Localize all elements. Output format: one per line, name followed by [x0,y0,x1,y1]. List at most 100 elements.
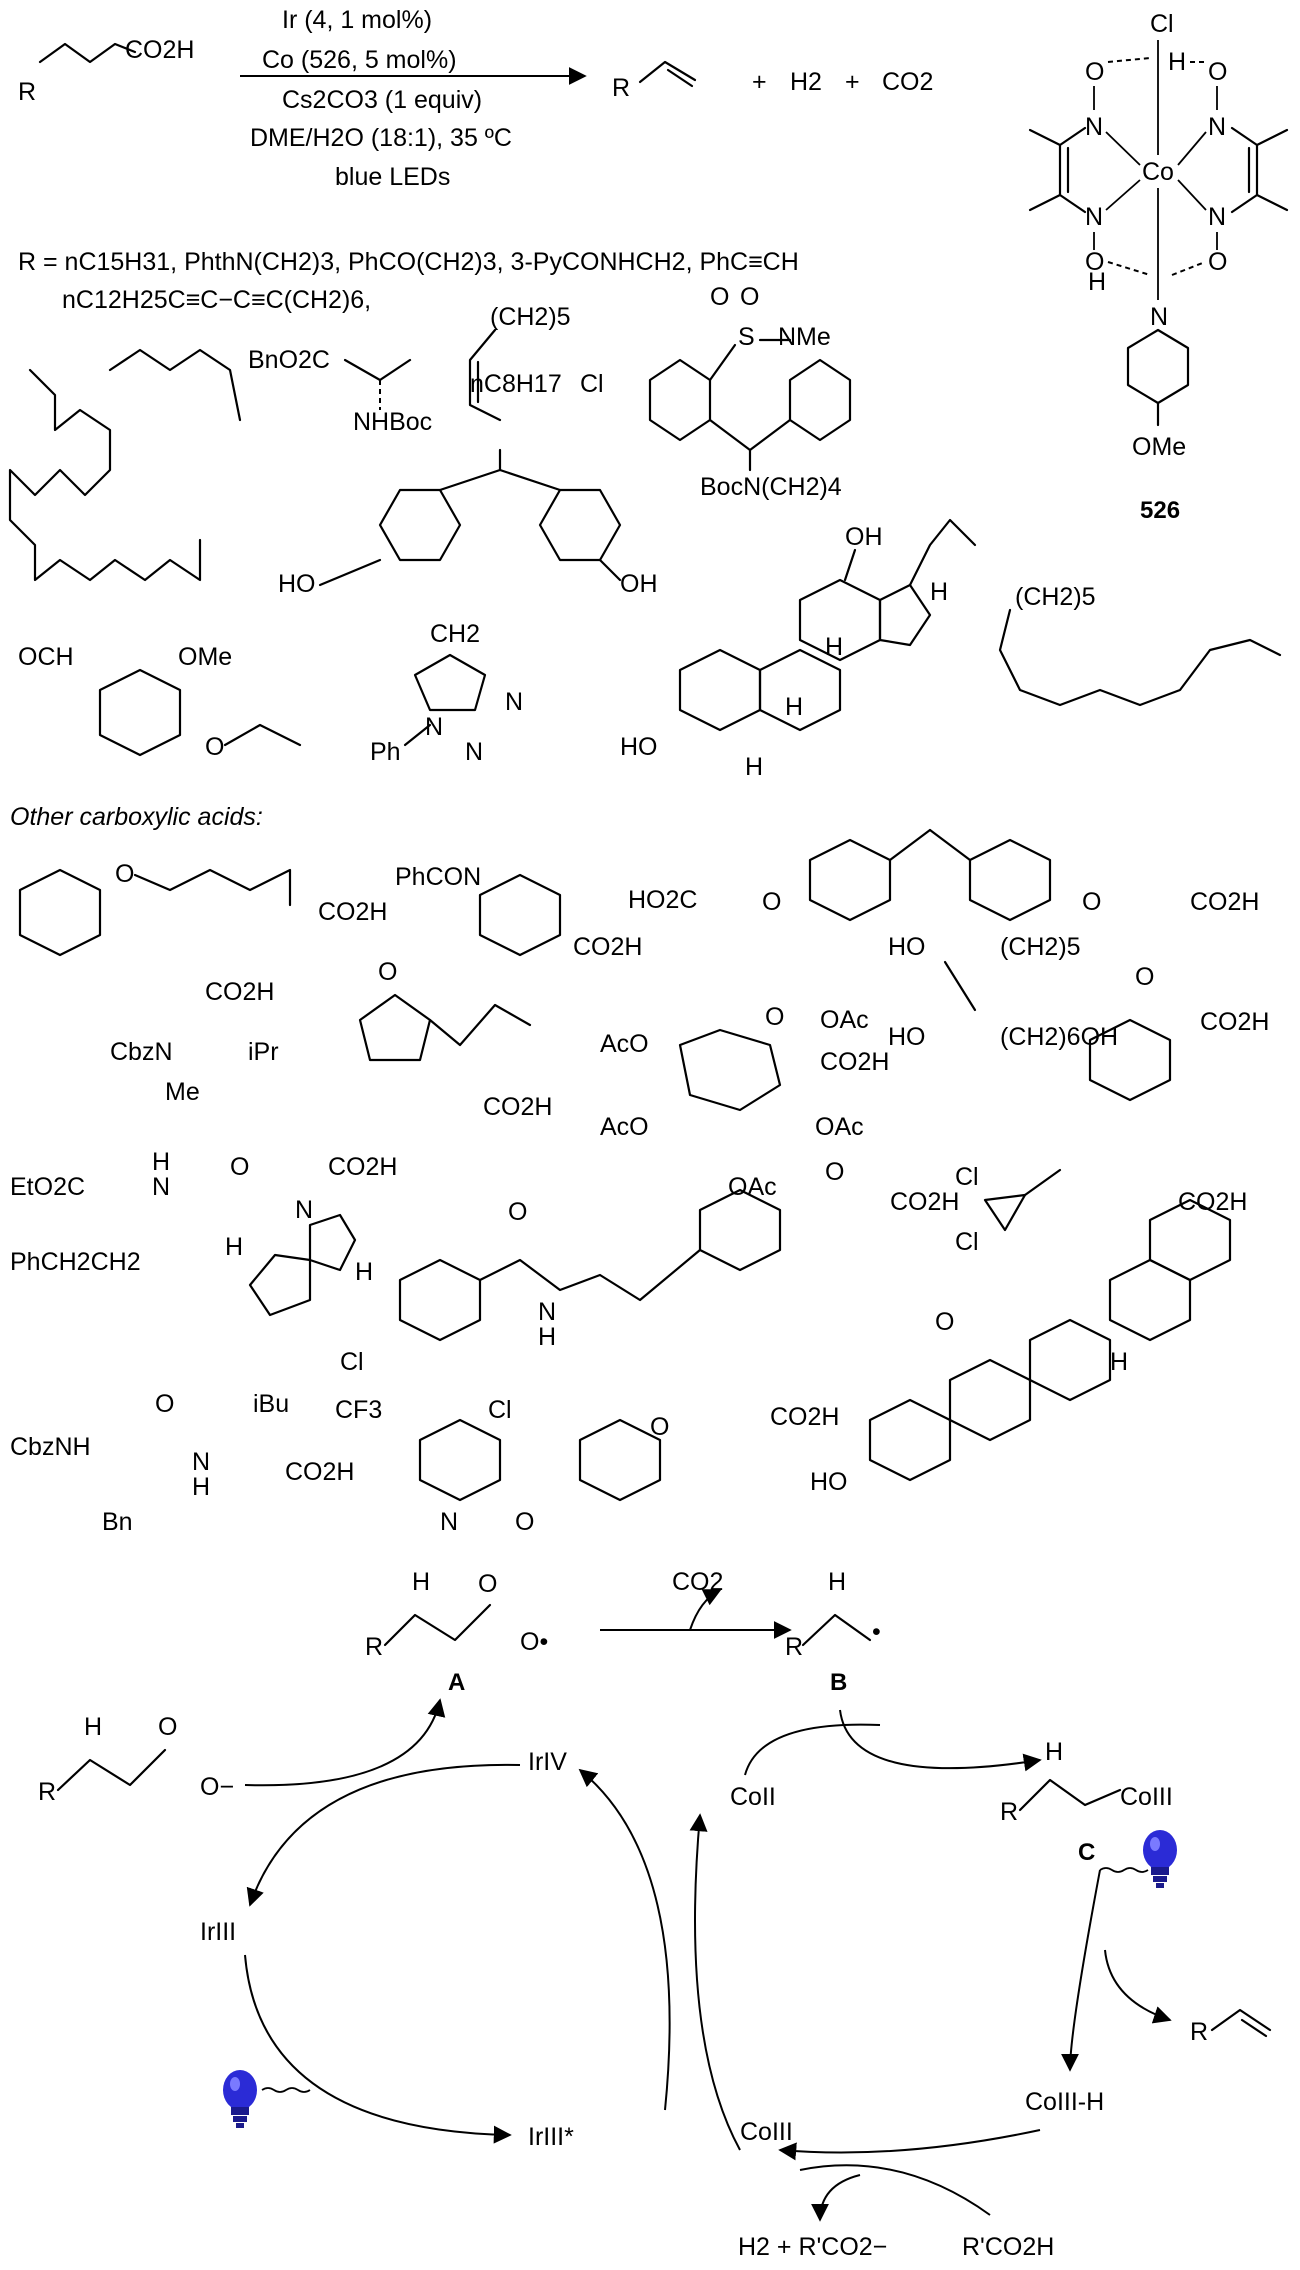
sulfone-cl: Cl [580,370,604,398]
bez-n: N [538,1298,556,1326]
pip-co2h: CO2H [573,933,642,961]
mech-alkene-r: R [1190,2018,1208,2046]
sug-oac1: OAc [820,1006,869,1034]
alkene-chain-top: (CH2)5 [490,303,571,331]
other-acids: Other carboxylic acids: O CO2H PhCON CO2… [10,803,1269,1536]
complex-h-bottom: H [1088,268,1106,296]
catalyst-co-label: Co (526, 5 mol%) [262,46,457,74]
complex-h-top: H [1168,48,1186,76]
mech-c-co: CoIII [1120,1783,1173,1811]
triazole-ch2: CH2 [430,620,480,648]
complex-n-4: N [1208,203,1226,231]
mech-b-h: H [828,1568,846,1596]
hal-o2: O [650,1413,669,1441]
product-r-label: R [612,74,630,102]
plus-2: + [845,68,860,96]
cis-alkene-structure: (CH2)5 nC8H17 [468,303,571,422]
cip-cl1: Cl [955,1163,979,1191]
bulb-icon-ir [223,2070,257,2128]
solvent-label: DME/H2O (18:1), 35 ºC [250,124,512,152]
mech-a-label: A [448,1669,465,1696]
scope-r-line1: R = nC15H31, PhthN(CH2)3, PhCO(CH2)3, 3-… [18,248,799,276]
mech-ir-iii-star: IrIII* [528,2123,574,2151]
mech-b-r: R [785,1633,803,1661]
complex-cl: Cl [1150,10,1174,38]
gly-o: O [935,1308,954,1336]
hal-cl: Cl [488,1396,512,1424]
sulfone-o2: O [740,283,759,311]
sulfone-structure: Cl S O O NMe BocN(CH2)4 [580,283,852,501]
base-label: Cs2CO3 (1 equiv) [282,86,482,114]
complex-n-3: N [1085,203,1103,231]
ram-n: N [152,1173,170,1201]
substrate-r-label: R [18,78,36,106]
mech-c-label: C [1078,1839,1095,1866]
mech-co2: CO2 [672,1568,723,1596]
substrate-scope: R = nC15H31, PhthN(CH2)3, PhCO(CH2)3, 3-… [8,248,1282,781]
pep-bn: Bn [102,1508,133,1536]
sulfone-nme: NMe [778,323,831,351]
sug-aco1: AcO [600,1030,649,1058]
mech-acid: R'CO2H [962,2233,1054,2261]
vanillin-och: OCH [18,643,74,671]
complex-o-1: O [1085,58,1104,86]
mech-b-label: B [830,1669,847,1696]
val-co2h: CO2H [205,978,274,1006]
complex-n-2: N [1208,113,1226,141]
mech-a-h: H [412,1568,430,1596]
pep-o: O [155,1390,174,1418]
aa-ester: BnO2C [248,346,330,374]
triazole-n1: N [425,713,443,741]
sulfone-boc: BocN(CH2)4 [700,473,842,501]
bis-ho2c: HO2C [628,886,697,914]
mech-carb-h: H [84,1713,102,1741]
complex-o-2: O [1208,58,1227,86]
steroid-h1: H [785,693,803,721]
ram-h3: H [355,1258,373,1286]
sulfone-o1: O [710,283,729,311]
gemfib-o: O [115,860,134,888]
mech-a-o: O [478,1570,497,1598]
pip-phcon: PhCON [395,863,481,891]
steroid-h2: H [825,633,843,661]
mech-a-r: R [365,1633,383,1661]
catalyst-ir-label: Ir (4, 1 mol%) [282,6,432,34]
pep-n: N [192,1448,210,1476]
steroid-oh: OH [845,523,883,551]
bulb-icon-co [1143,1830,1177,1888]
mech-carb-o: O [158,1713,177,1741]
bis-o2: O [1082,888,1101,916]
polyene-structure [8,348,242,582]
triene-structure: (CH2)5 [998,583,1282,707]
complex-ome: OMe [1132,433,1186,461]
vanillin-structure: OCH OMe O [18,643,302,761]
aa-nhboc: NHBoc [353,408,432,436]
mech-a-orad: O• [520,1628,548,1656]
fib-o: O [1135,963,1154,991]
hal-n: N [440,1508,458,1536]
complex-label-526: 526 [1140,497,1180,524]
triazole-ph: Ph [370,738,401,766]
co2-product: CO2 [882,68,933,96]
ram-eto2c: EtO2C [10,1173,85,1201]
h2-product: H2 [790,68,822,96]
sulfone-s: S [738,323,755,351]
cip-cl2: Cl [955,1228,979,1256]
hal-co2h: CO2H [770,1403,839,1431]
mech-ir-iii: IrIII [200,1918,236,1946]
bis-co2h: CO2H [1190,888,1259,916]
gly-ho: HO [810,1468,848,1496]
amino-acid-structure: BnO2C NHBoc [248,346,432,436]
bisphenol-oh: OH [620,570,658,598]
sug-aco2: AcO [600,1113,649,1141]
pep-ibu: iBu [253,1390,289,1418]
hal-cf3: CF3 [335,1396,382,1424]
jas-co2h: CO2H [483,1093,552,1121]
ram-o: O [230,1153,249,1181]
mech-ir-iv: IrIV [528,1748,567,1776]
sug-oac2: OAc [815,1113,864,1141]
fib-co2h: CO2H [1200,1008,1269,1036]
cobalt-complex-526: Cl Co H H O O O O N N N N N [1028,10,1289,524]
steroid-h4: H [930,578,948,606]
